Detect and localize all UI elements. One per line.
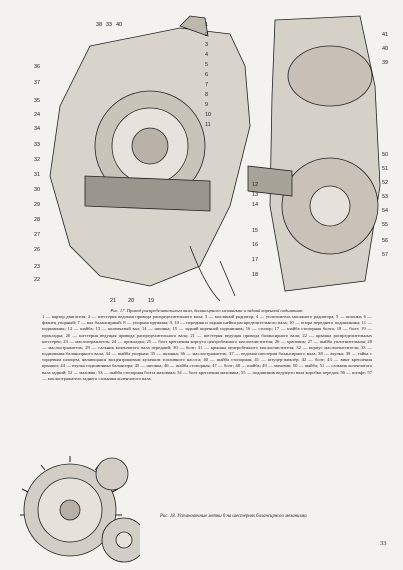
svg-text:17: 17 bbox=[252, 257, 258, 263]
figure-17-caption-body: 1 — картер двигателя; 2 — шестерня ведом… bbox=[42, 314, 372, 381]
svg-text:15: 15 bbox=[252, 228, 258, 234]
svg-text:24: 24 bbox=[34, 112, 40, 118]
svg-text:33: 33 bbox=[34, 142, 40, 148]
svg-text:57: 57 bbox=[382, 252, 388, 258]
svg-text:23: 23 bbox=[34, 264, 40, 270]
svg-text:51: 51 bbox=[382, 166, 388, 172]
svg-text:1: 1 bbox=[205, 22, 208, 28]
svg-text:10: 10 bbox=[205, 112, 211, 118]
figure-17-caption-title: Рис. 17. Привод распределительного вала,… bbox=[110, 308, 304, 313]
svg-text:40: 40 bbox=[116, 22, 122, 28]
svg-text:30: 30 bbox=[34, 187, 40, 193]
figure-18-gear-drawing bbox=[20, 456, 140, 563]
svg-text:52: 52 bbox=[382, 180, 388, 186]
svg-text:37: 37 bbox=[34, 80, 40, 86]
svg-text:54: 54 bbox=[382, 208, 388, 214]
svg-text:16: 16 bbox=[252, 242, 258, 248]
svg-text:14: 14 bbox=[252, 202, 258, 208]
svg-text:3: 3 bbox=[205, 42, 208, 48]
svg-text:4: 4 bbox=[205, 52, 208, 58]
svg-text:20: 20 bbox=[128, 298, 134, 304]
svg-text:8: 8 bbox=[205, 92, 208, 98]
svg-text:19: 19 bbox=[148, 298, 154, 304]
svg-text:22: 22 bbox=[34, 277, 40, 283]
svg-text:34: 34 bbox=[34, 126, 40, 132]
svg-text:40: 40 bbox=[382, 46, 388, 52]
svg-text:38: 38 bbox=[96, 22, 102, 28]
svg-text:11: 11 bbox=[205, 122, 211, 128]
svg-text:26: 26 bbox=[34, 247, 40, 253]
svg-text:55: 55 bbox=[382, 222, 388, 228]
figure-17-caption: Рис. 17. Привод распределительного вала,… bbox=[42, 308, 372, 382]
figure-18-caption: Рис. 18. Установочные метки 0 на шестерн… bbox=[160, 514, 307, 519]
svg-text:27: 27 bbox=[34, 232, 40, 238]
svg-text:33: 33 bbox=[106, 22, 112, 28]
svg-text:36: 36 bbox=[34, 64, 40, 70]
svg-text:9: 9 bbox=[205, 102, 208, 108]
svg-text:39: 39 bbox=[382, 60, 388, 66]
svg-text:21: 21 bbox=[110, 298, 116, 304]
svg-text:41: 41 bbox=[382, 32, 388, 38]
svg-text:32: 32 bbox=[34, 157, 40, 163]
svg-text:29: 29 bbox=[34, 202, 40, 208]
svg-text:56: 56 bbox=[382, 238, 388, 244]
page-number: 33 bbox=[380, 540, 387, 547]
svg-text:50: 50 bbox=[382, 152, 388, 158]
svg-text:6: 6 bbox=[205, 72, 208, 78]
svg-text:2: 2 bbox=[205, 32, 208, 38]
svg-text:5: 5 bbox=[205, 62, 208, 68]
svg-text:53: 53 bbox=[382, 194, 388, 200]
svg-text:13: 13 bbox=[252, 192, 258, 198]
svg-text:12: 12 bbox=[252, 182, 258, 188]
svg-text:31: 31 bbox=[34, 172, 40, 178]
svg-text:28: 28 bbox=[34, 217, 40, 223]
svg-text:35: 35 bbox=[34, 98, 40, 104]
svg-text:7: 7 bbox=[205, 82, 208, 88]
svg-text:18: 18 bbox=[252, 272, 258, 278]
